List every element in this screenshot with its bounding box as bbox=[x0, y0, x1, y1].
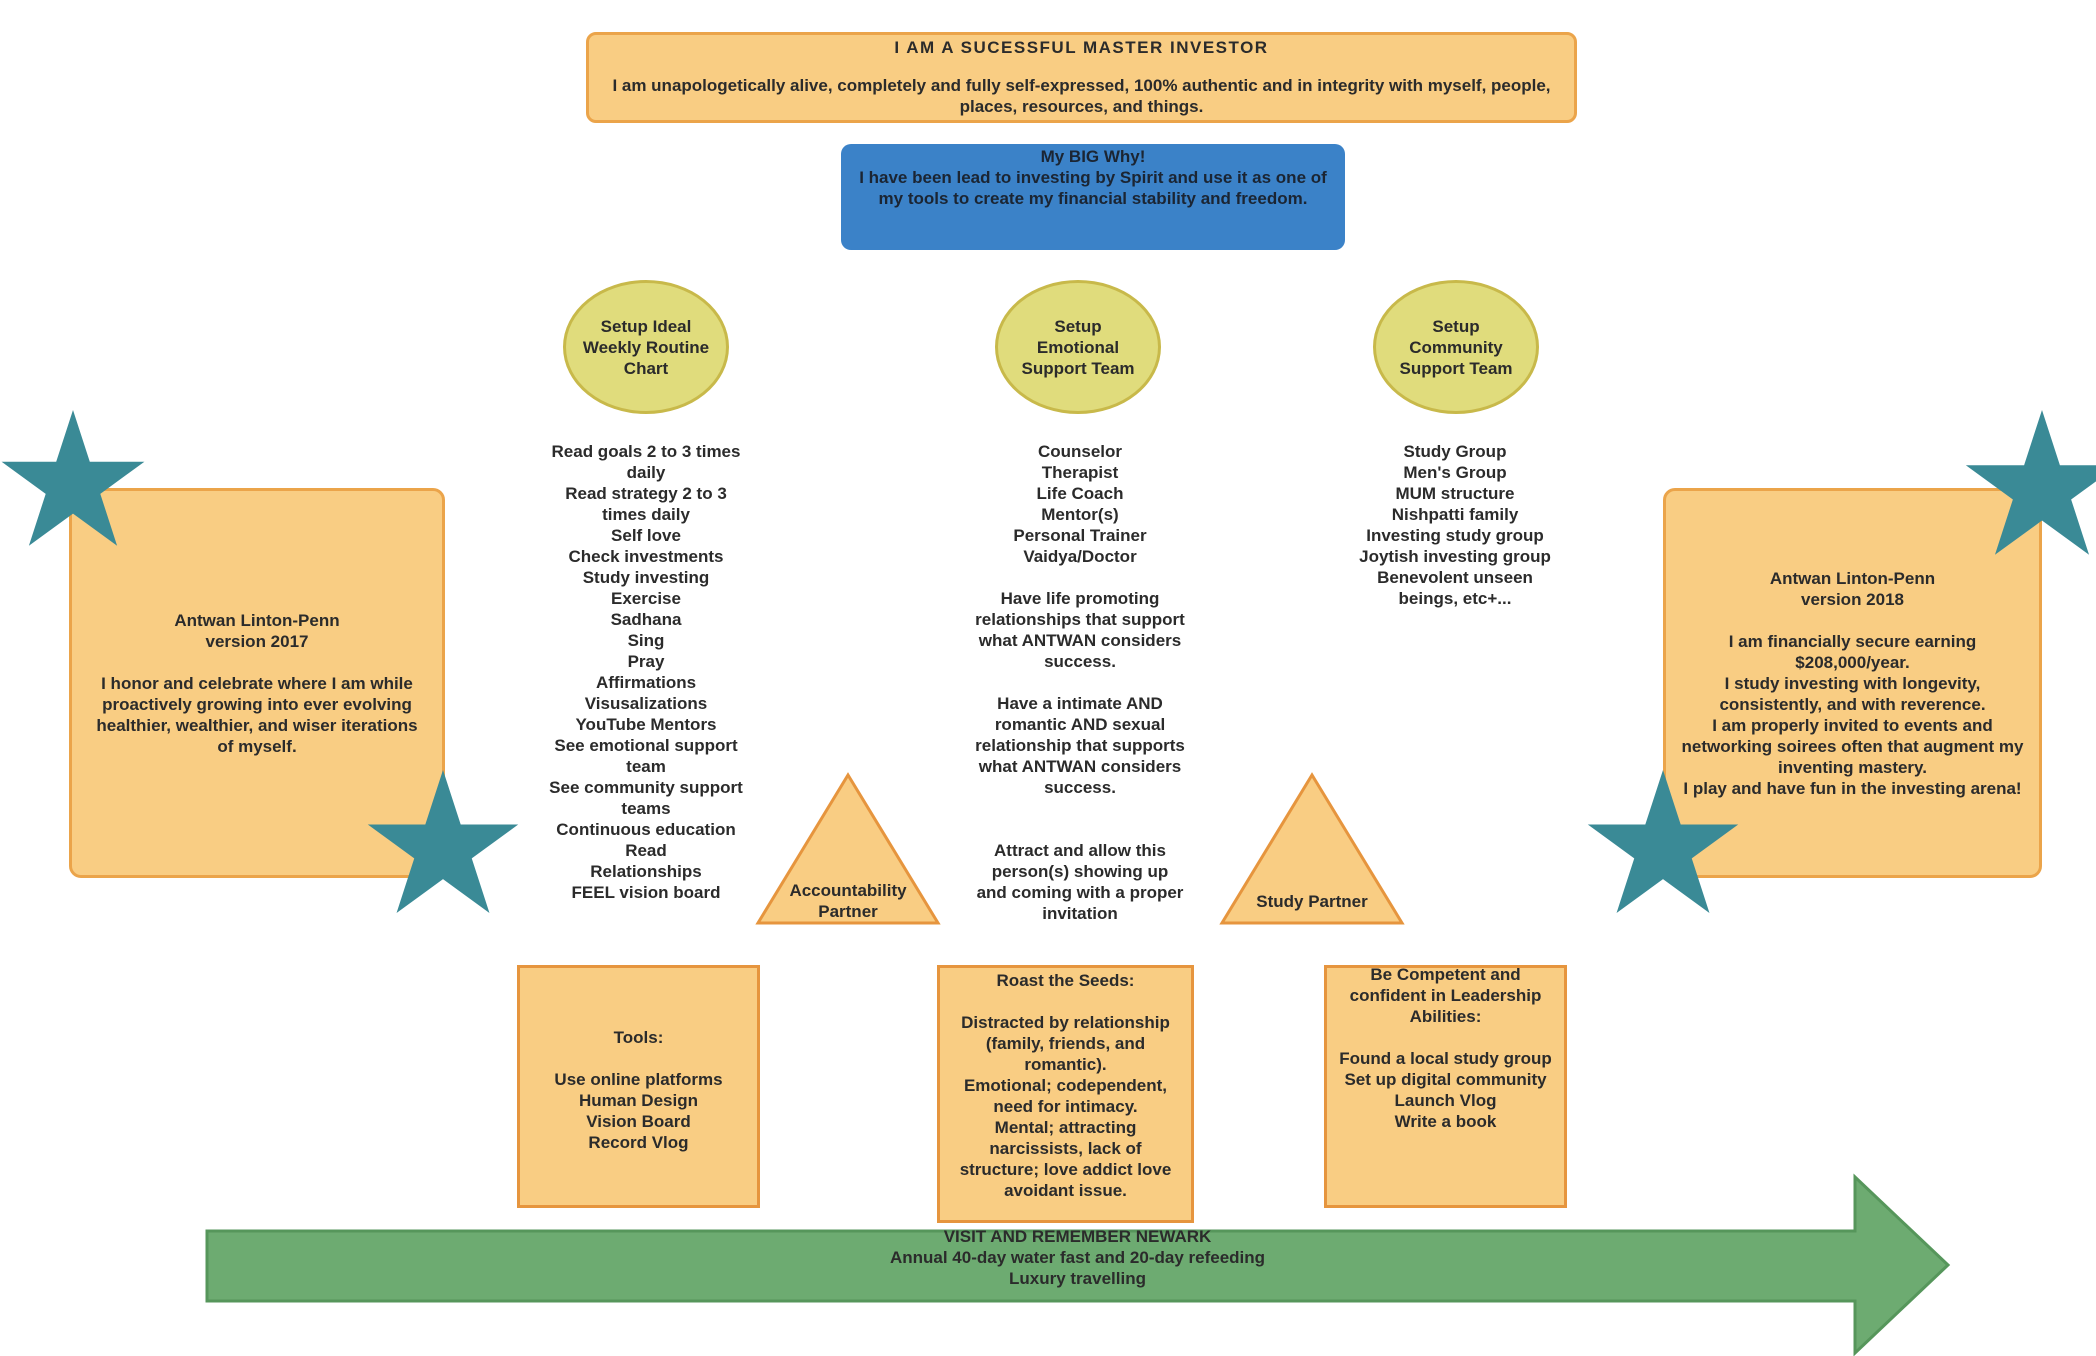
emotional-list: Counselor Therapist Life Coach Mentor(s)… bbox=[975, 442, 1185, 923]
competent-text: Be Competent and confident in Leadership… bbox=[1339, 965, 1552, 1131]
competent-box: Be Competent and confident in Leadership… bbox=[1324, 965, 1567, 1208]
timeline-arrow-text: VISIT AND REMEMBER NEWARK Annual 40-day … bbox=[889, 1227, 1266, 1288]
triangle-study-partner bbox=[1219, 772, 1405, 925]
roast-seeds-text: Roast the Seeds: Distracted by relations… bbox=[959, 971, 1172, 1200]
roast-seeds-box: Roast the Seeds: Distracted by relations… bbox=[937, 965, 1194, 1223]
star-icon bbox=[1, 410, 145, 546]
title-text: I AM A SUCESSFUL MASTER INVESTOR bbox=[894, 38, 1269, 57]
star-icon bbox=[1587, 770, 1739, 913]
title-banner: I AM A SUCESSFUL MASTER INVESTOR I am un… bbox=[586, 32, 1577, 123]
circle-emotional-support: Setup Emotional Support Team bbox=[995, 280, 1161, 414]
card-version-2017: Antwan Linton-Penn version 2017 I honor … bbox=[69, 488, 445, 878]
tools-text: Tools: Use online platforms Human Design… bbox=[554, 1028, 723, 1152]
circle-community-support: Setup Community Support Team bbox=[1373, 280, 1539, 414]
star-icon bbox=[367, 770, 519, 913]
study-partner-label: Study Partner bbox=[1256, 892, 1368, 911]
tools-box: Tools: Use online platforms Human Design… bbox=[517, 965, 760, 1208]
title-statement: I am unapologetically alive, completely … bbox=[612, 76, 1551, 116]
accountability-partner-label: Accountability Partner bbox=[789, 881, 907, 921]
timeline-arrow bbox=[205, 1173, 1951, 1356]
triangle-accountability bbox=[755, 772, 941, 925]
card-version-2018: Antwan Linton-Penn version 2018 I am fin… bbox=[1663, 488, 2042, 878]
big-why-box: My BIG Why! I have been lead to investin… bbox=[841, 144, 1345, 250]
community-list: Study Group Men's Group MUM structure Ni… bbox=[1359, 442, 1551, 608]
circle-weekly-routine: Setup Ideal Weekly Routine Chart bbox=[563, 280, 729, 414]
routine-list: Read goals 2 to 3 times daily Read strat… bbox=[549, 442, 743, 902]
star-icon bbox=[1965, 410, 2096, 555]
